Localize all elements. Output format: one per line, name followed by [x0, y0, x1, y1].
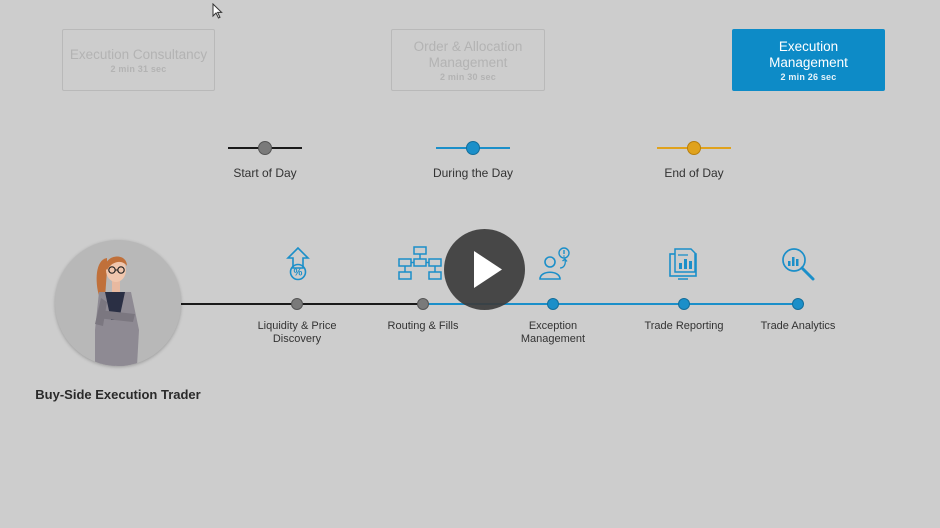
legend-end-dot [687, 141, 701, 155]
tab-execution-consultancy[interactable]: Execution Consultancy 2 min 31 sec [62, 29, 215, 91]
step-label-routing: Routing & Fills [387, 320, 459, 332]
step-label-analytics: Trade Analytics [760, 320, 836, 332]
tab-execution-management[interactable]: Execution Management 2 min 26 sec [732, 29, 885, 91]
step-node-routing[interactable] [417, 298, 429, 310]
mouse-cursor-icon [212, 3, 223, 19]
legend-during-dot [466, 141, 480, 155]
tab-duration: 2 min 31 sec [110, 63, 167, 74]
tab-title: Execution Management [769, 38, 848, 70]
legend-start-dot [258, 141, 272, 155]
legend-during-label: During the Day [432, 166, 514, 180]
timeline-during-segment [423, 303, 798, 305]
person-alert-icon[interactable] [536, 246, 572, 282]
report-monitor-icon[interactable] [666, 246, 702, 282]
step-label-reporting: Trade Reporting [644, 320, 724, 332]
tab-title: Execution Consultancy [69, 46, 208, 62]
step-node-exception[interactable] [547, 298, 559, 310]
tab-duration: 2 min 30 sec [440, 71, 496, 82]
legend-end-label: End of Day [664, 166, 724, 180]
play-button[interactable] [444, 229, 525, 310]
svg-text:%: % [294, 268, 303, 279]
percent-arrow-up-icon[interactable]: % [280, 246, 316, 282]
tab-duration: 2 min 26 sec [780, 71, 837, 82]
trader-illustration [95, 256, 139, 366]
step-node-analytics[interactable] [792, 298, 804, 310]
step-label-exception: Exception Management [520, 320, 586, 345]
legend-start-label: Start of Day [233, 166, 297, 180]
tab-title: Order & Allocation Management [413, 38, 523, 70]
persona-name: Buy-Side Execution Trader [35, 387, 201, 402]
magnifier-chart-icon[interactable] [780, 246, 816, 282]
step-node-liquidity[interactable] [291, 298, 303, 310]
play-icon [474, 251, 502, 288]
avatar [55, 240, 181, 366]
tab-order-allocation-management[interactable]: Order & Allocation Management 2 min 30 s… [391, 29, 545, 91]
step-node-reporting[interactable] [678, 298, 690, 310]
flowchart-icon[interactable] [398, 246, 442, 282]
step-label-liquidity: Liquidity & Price Discovery [257, 320, 337, 345]
